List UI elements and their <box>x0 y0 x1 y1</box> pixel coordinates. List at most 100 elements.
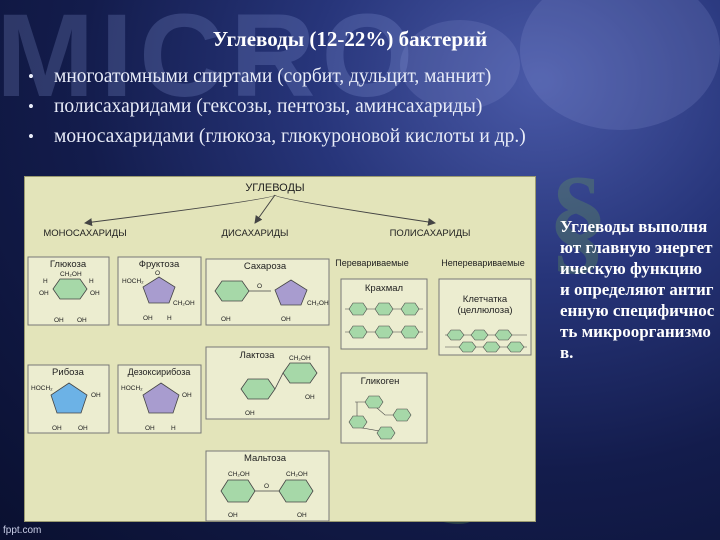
glycogen-ring <box>392 408 412 422</box>
bullet-dot: • <box>28 127 34 146</box>
branch-arrow <box>274 194 436 226</box>
cellulose-box: Клетчатка (целлюлоза) <box>438 278 532 356</box>
bullet-item: • полисахаридами (гексозы, пентозы, аминс… <box>28 92 718 122</box>
chem-label: O <box>257 283 262 290</box>
branch-label-monosaccharides: МОНОСАХАРИДЫ <box>43 228 126 239</box>
chem-label: OH <box>245 410 255 417</box>
chem-label: OH <box>78 425 88 432</box>
decorative-glyph: § <box>548 152 608 285</box>
deoxyribose-box: Дезоксирибоза HOCH₂ OH OH H <box>117 364 202 434</box>
starch-ring <box>400 325 420 339</box>
chem-label: OH <box>143 315 153 322</box>
fructose-box: Фруктоза HOCH₂ CH₂OH O OH H <box>117 256 202 326</box>
bullet-list: • многоатомными спиртами (сорбит, дульцит… <box>28 62 718 152</box>
bullet-text: полисахаридами (гексозы, пентозы, аминса… <box>54 96 483 117</box>
lactose-box: Лактоза CH₂OH OH OH <box>205 346 330 420</box>
glucose-ring <box>52 278 88 300</box>
background-blob <box>400 20 520 110</box>
bullet-item: • многоатомными спиртами (сорбит, дульцит… <box>28 62 718 92</box>
sucrose-box: Сахароза O CH₂OH OH OH <box>205 258 330 326</box>
chem-label: OH <box>90 290 100 297</box>
chem-label: CH₂OH <box>307 300 329 307</box>
glycosidic-bond <box>274 372 284 390</box>
lactose-galactose-ring <box>240 378 276 400</box>
glycogen-label: Гликоген <box>361 376 400 387</box>
maltose-box: Мальтоза O CH₂OH CH₂OH OH OH <box>205 450 330 522</box>
chem-label: OH <box>182 392 192 399</box>
background-watermark-word: MICRO <box>0 0 420 122</box>
glucose-box: Глюкоза CH₂OH H H OH OH OH OH <box>27 256 110 326</box>
chem-label: CH₂OH <box>289 355 311 362</box>
chem-label: OH <box>52 425 62 432</box>
classification-diagram: УГЛЕВОДЫ МОНОСАХАРИДЫ ДИСАХАРИДЫ ПОЛИСАХ… <box>27 182 532 522</box>
background-blob <box>520 0 720 130</box>
cellulose-ring <box>458 341 477 353</box>
carbohydrate-classification-figure: УГЛЕВОДЫ МОНОСАХАРИДЫ ДИСАХАРИДЫ ПОЛИСАХ… <box>24 176 536 522</box>
ribose-ring <box>50 382 88 414</box>
chem-label: OH <box>305 394 315 401</box>
chem-label: OH <box>228 512 238 519</box>
bullet-dot: • <box>28 67 34 86</box>
maltose-label: Мальтоза <box>244 453 287 464</box>
chem-label: OH <box>281 316 291 323</box>
chem-label: O <box>264 483 269 490</box>
chem-label: OH <box>221 316 231 323</box>
fructose-ring <box>142 276 176 304</box>
deoxyribose-ring <box>142 382 180 414</box>
side-description: Углеводы выполняют главную энергетическу… <box>560 217 715 362</box>
cellulose-ring <box>506 341 525 353</box>
bullet-item: •моносахаридами (глюкоза, глюкуроновой к… <box>28 122 718 152</box>
bullet-dot: • <box>28 97 34 116</box>
chem-label: CH₂OH <box>228 471 250 478</box>
chem-label: OH <box>91 392 101 399</box>
chem-label: H <box>43 278 48 285</box>
maltose-glucose-ring <box>220 479 256 503</box>
cellulose-ring <box>494 329 513 341</box>
chem-label: CH₂OH <box>286 471 308 478</box>
cellulose-label: Клетчатка <box>463 294 508 305</box>
slide-title: Углеводы (12-22%) бактерий <box>212 27 488 51</box>
cellulose-ring <box>470 329 489 341</box>
glycogen-ring <box>364 395 384 409</box>
cellulose-ring <box>482 341 501 353</box>
lactose-glucose-ring <box>282 362 318 384</box>
sucrose-fructose-ring <box>274 279 308 306</box>
starch-ring <box>374 325 394 339</box>
ribose-box: Рибоза HOCH₂ OH OH OH <box>27 364 110 434</box>
chem-label: H <box>167 315 172 322</box>
glycogen-box: Гликоген <box>340 372 428 444</box>
branch-arrow <box>84 194 276 227</box>
starch-ring <box>348 302 368 316</box>
starch-box: Крахмал <box>340 278 428 350</box>
starch-label: Крахмал <box>365 283 403 294</box>
maltose-glucose-ring <box>278 479 314 503</box>
chem-label: CH₂OH <box>173 300 195 307</box>
bullet-text: многоатомными спиртами (сорбит, дульцит,… <box>54 66 492 87</box>
glycogen-ring <box>376 426 396 440</box>
fructose-label: Фруктоза <box>139 259 180 270</box>
lactose-label: Лактоза <box>240 350 276 361</box>
chem-label: OH <box>77 317 87 324</box>
deoxyribose-label: Дезоксирибоза <box>128 367 191 377</box>
sucrose-label: Сахароза <box>244 261 287 272</box>
chem-label: HOCH₂ <box>31 385 53 392</box>
chem-label: H <box>89 278 94 285</box>
poly-group-digestible: Перевариваемые <box>335 258 409 268</box>
branch-label-disaccharides: ДИСАХАРИДЫ <box>222 228 289 239</box>
root-label: УГЛЕВОДЫ <box>245 182 304 194</box>
chem-label: HOCH₂ <box>122 278 144 285</box>
glucose-label: Глюкоза <box>50 259 87 270</box>
chem-label: OH <box>54 317 64 324</box>
chem-label: H <box>171 425 176 432</box>
chem-label: HOCH₂ <box>121 385 143 392</box>
branch-arrow <box>254 194 276 224</box>
chem-label: CH₂OH <box>60 271 82 278</box>
sucrose-glucose-ring <box>214 280 250 302</box>
starch-ring <box>374 302 394 316</box>
poly-group-indigestible: Неперевариваемые <box>441 258 524 268</box>
branch-label-polysaccharides: ПОЛИСАХАРИДЫ <box>390 228 471 239</box>
starch-ring <box>400 302 420 316</box>
ribose-label: Рибоза <box>52 367 85 378</box>
chem-label: OH <box>145 425 155 432</box>
cellulose-label-sub: (целлюлоза) <box>457 305 512 316</box>
